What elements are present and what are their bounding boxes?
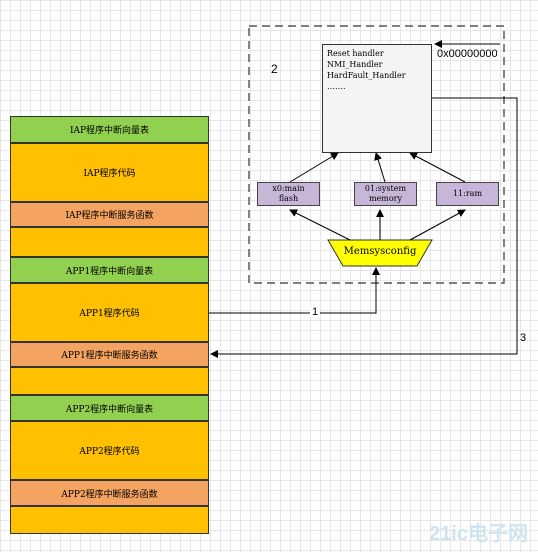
vector-entry: HardFault_Handler — [327, 71, 406, 80]
app1-vector-table-block: APP1程序中断向量表 — [10, 257, 209, 283]
block-label: APP2程序代码 — [79, 447, 140, 457]
vector-entry: ……. — [327, 82, 346, 91]
arrow-system-memory-vector — [374, 152, 386, 183]
gap-block — [10, 506, 209, 534]
arrow-label-1: 1 — [310, 306, 321, 318]
arrow-ram-vector — [409, 152, 466, 183]
address-label: 0x00000000 — [437, 48, 498, 60]
app1-isr-block: APP1程序中断服务函数 — [10, 342, 209, 367]
arrow-path-3 — [210, 97, 518, 358]
block-label: APP1程序中断向量表 — [65, 266, 154, 277]
memsysconfig-mux — [327, 239, 433, 267]
block-label: IAP程序中断服务函数 — [65, 211, 154, 221]
app1-code-block: APP1程序代码 — [10, 283, 209, 342]
selector-line1: 11:ram — [452, 189, 483, 198]
block-label: APP2程序中断服务函数 — [61, 489, 158, 500]
selector-line2: flash — [278, 194, 299, 203]
arrow-mux-ram — [409, 209, 466, 241]
block-label: APP1程序代码 — [79, 309, 140, 319]
gap-block — [10, 367, 209, 395]
gap-block — [10, 227, 209, 257]
arrow-mux-main-flash — [289, 209, 351, 241]
vector-entry: NMI_Handler — [327, 60, 383, 69]
selector-line2: memory — [368, 194, 403, 203]
selector-ram: 11:ram — [436, 182, 499, 206]
watermark-logo: 21ic电子网 — [429, 523, 528, 545]
vector-entry: Reset handler — [327, 49, 384, 58]
iap-vector-table-block: IAP程序中断向量表 — [10, 116, 209, 143]
iap-isr-block: IAP程序中断服务函数 — [10, 202, 209, 227]
app2-isr-block: APP2程序中断服务函数 — [10, 480, 209, 506]
app2-vector-table-block: APP2程序中断向量表 — [10, 395, 209, 421]
block-label: IAP程序中断向量表 — [69, 126, 150, 136]
block-label: APP2程序中断向量表 — [65, 404, 154, 415]
arrow-path-1 — [209, 267, 380, 314]
block-label: IAP程序代码 — [83, 169, 136, 179]
arrow-main-flash-vector — [289, 152, 339, 183]
iap-code-block: IAP程序代码 — [10, 143, 209, 202]
app2-code-block: APP2程序代码 — [10, 421, 209, 480]
block-label: APP1程序中断服务函数 — [61, 351, 158, 361]
selector-line1: x0:main — [272, 184, 305, 193]
memsysconfig-label: Memsysconfig — [343, 246, 417, 257]
vector-table-box: Reset handler NMI_Handler HardFault_Hand… — [322, 44, 432, 153]
selector-line1: 01:system — [364, 184, 407, 193]
arrow-label-3: 3 — [520, 332, 527, 344]
boot-region-label: 2 — [271, 62, 278, 76]
